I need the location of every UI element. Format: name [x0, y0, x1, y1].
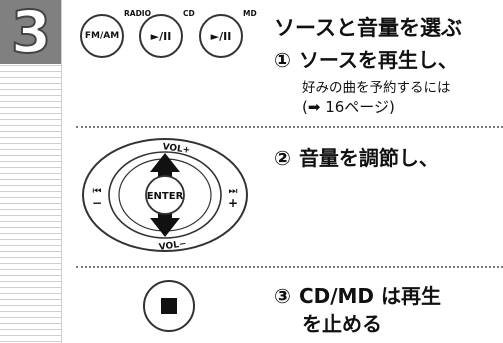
stop-icon — [161, 298, 177, 314]
cd-play-pause-label: ►/II — [150, 29, 172, 43]
vol-up-arrow-icon — [150, 153, 180, 178]
prev-icon: ⏮ — [93, 186, 102, 197]
section-title: ソースと音量を選ぶ — [274, 16, 462, 40]
cd-play-pause-button[interactable]: ►/II — [139, 14, 183, 58]
radio-tag: RADIO — [124, 9, 151, 18]
step-2-text: ② 音量を調節し、 — [274, 142, 439, 171]
step-1-number: ① — [274, 48, 291, 72]
step-3-text: ③ CD/MD は再生 — [274, 280, 441, 309]
step-3-label: CD/MD は再生 — [298, 284, 441, 308]
vol-plus-label: VOL+ — [162, 142, 191, 156]
plus-sign: + — [228, 196, 238, 210]
step-2-label: 音量を調節し、 — [298, 146, 439, 170]
reserve-note: 好みの曲を予約するには — [302, 80, 451, 96]
step-badge: 3 — [0, 0, 61, 67]
md-tag: MD — [243, 9, 257, 18]
next-icon: ⏭ — [229, 186, 238, 197]
vol-down-arrow-icon — [150, 212, 180, 237]
fm-am-button[interactable]: FM/AM — [80, 14, 124, 58]
step-number: 3 — [10, 0, 52, 67]
step-3-text-line2: を止める — [302, 312, 382, 336]
step-1-label: ソースを再生し、 — [298, 48, 458, 72]
fm-am-label: FM/AM — [84, 31, 120, 41]
cd-tag: CD — [183, 9, 195, 18]
step-3-number: ③ — [274, 284, 291, 308]
md-play-pause-button[interactable]: ►/II — [199, 14, 243, 58]
divider-1 — [76, 126, 503, 128]
minus-sign: − — [92, 196, 102, 210]
enter-button — [145, 175, 185, 215]
step-2-number: ② — [274, 146, 291, 170]
divider-2 — [76, 266, 503, 268]
stop-button[interactable] — [143, 280, 195, 332]
vol-minus-label: VOL− — [158, 239, 187, 253]
enter-label: ENTER — [147, 191, 184, 202]
page-reference: (➡ 16ページ) — [302, 98, 395, 116]
md-play-pause-label: ►/II — [210, 29, 232, 43]
step-1-text: ① ソースを再生し、 — [274, 44, 458, 73]
volume-dial[interactable]: ENTER VOL+ VOL− ⏮ − ⏭ + — [80, 136, 250, 254]
